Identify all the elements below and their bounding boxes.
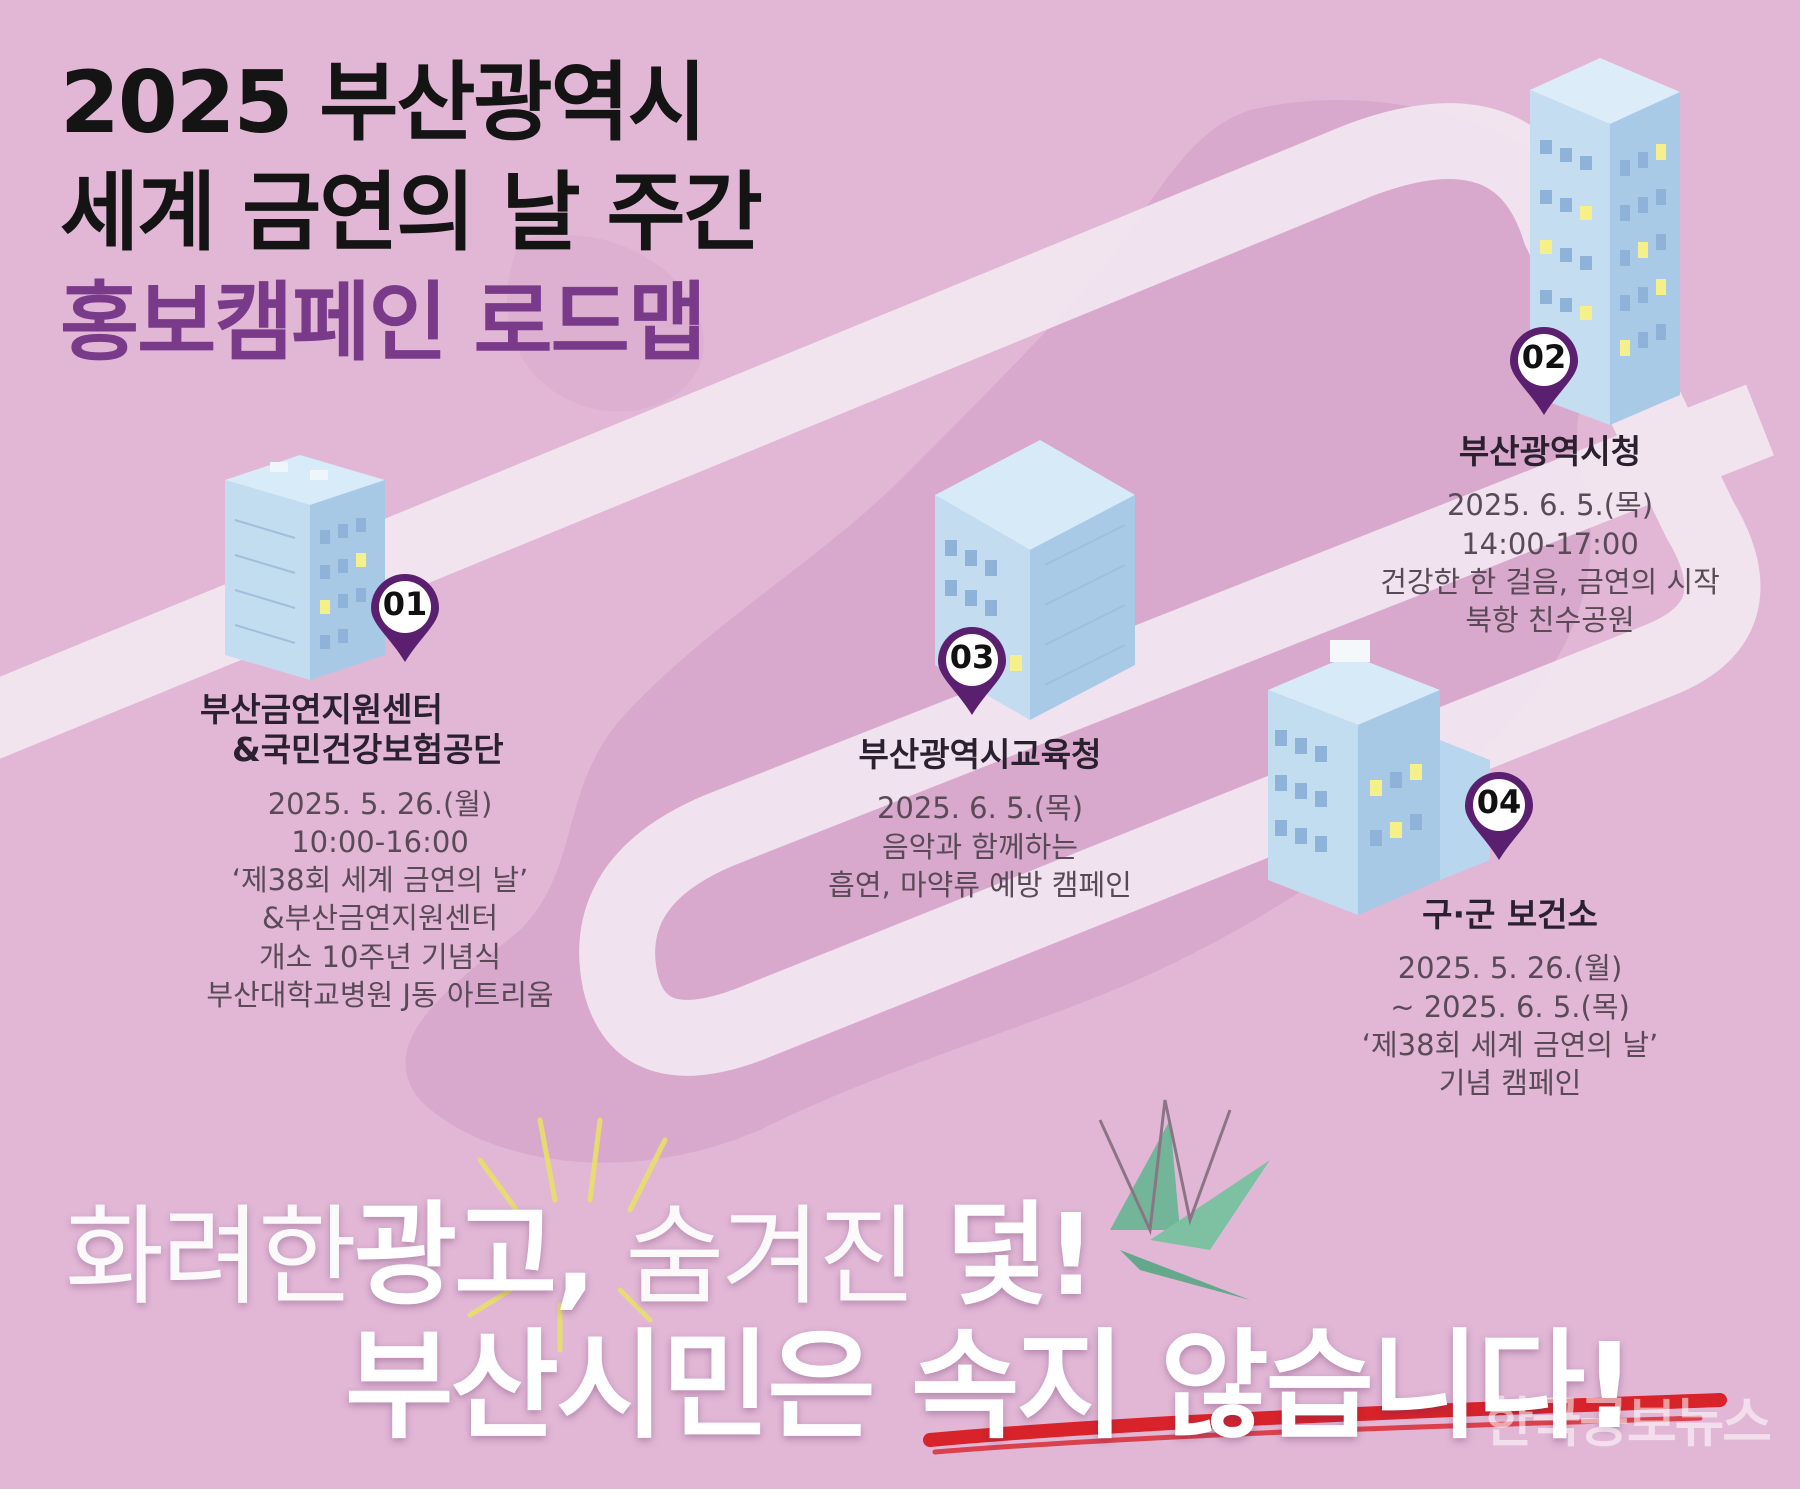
building-02 — [1530, 58, 1680, 425]
slogan-word-3: 숨겨진 — [625, 1195, 917, 1320]
stop-04: 구·군 보건소 2025. 5. 26.(월) ~ 2025. 6. 5.(목)… — [1290, 895, 1730, 1102]
road — [0, 103, 1774, 1076]
watermark: 한국공보뉴스 — [1483, 1391, 1772, 1454]
stop-03-detail-2: 흡연, 마약류 예방 캠페인 — [828, 867, 1132, 902]
slogan-word-4: 덫! — [945, 1191, 1097, 1321]
stop-04-detail-2: 기념 캠페인 — [1438, 1066, 1582, 1101]
pin-03-number: 03 — [949, 638, 995, 676]
stop-02-name: 부산광역시청 — [1458, 432, 1642, 471]
slogan-line-1: 화려한광고, 숨겨진 덫! — [65, 1165, 1097, 1327]
stop-01-detail-1: ‘제38회 세계 금연의 날’ — [231, 863, 529, 898]
stop-03-name: 부산광역시교육청 — [858, 735, 1102, 774]
stop-01: 부산금연지원센터 &국민건강보험공단 2025. 5. 26.(월) 10:00… — [160, 690, 600, 1014]
pin-03-icon: 03 — [936, 625, 1008, 717]
stop-02: 부산광역시청 2025. 6. 5.(목) 14:00-17:00 건강한 한 … — [1330, 432, 1770, 639]
pin-01-icon: 01 — [369, 572, 441, 664]
pin-04-icon: 04 — [1463, 770, 1535, 862]
stop-02-detail: 건강한 한 걸음, 금연의 시작 — [1380, 564, 1720, 599]
pin-01-number: 01 — [382, 585, 428, 623]
building-01 — [225, 455, 385, 680]
slogan-line-2: 부산시민은 속지 않습니다! — [345, 1290, 1636, 1461]
stop-03-date: 2025. 6. 5.(목) — [876, 791, 1084, 826]
stop-01-name-line-1: 부산금연지원센터 — [200, 690, 443, 729]
leaf-decoration — [1098, 1099, 1270, 1300]
stop-03-detail-1: 음악과 함께하는 — [882, 829, 1078, 864]
slogan-word-1: 화려한 — [65, 1195, 357, 1320]
stop-03: 부산광역시교육청 2025. 6. 5.(목) 음악과 함께하는 흡연, 마약류… — [760, 735, 1200, 904]
title-line-1: 2025 부산광역시 — [60, 53, 707, 153]
building-04 — [1268, 640, 1490, 915]
red-underline — [923, 1393, 1727, 1447]
stop-04-name: 구·군 보건소 — [1422, 895, 1598, 934]
pin-02-number: 02 — [1521, 338, 1567, 376]
title-line-3: 홍보캠페인 로드맵 — [60, 273, 707, 373]
stop-02-location: 북항 친수공원 — [1465, 603, 1635, 638]
burst-decoration — [467, 1117, 668, 1353]
stop-01-time: 10:00-16:00 — [291, 824, 469, 859]
stop-02-date: 2025. 6. 5.(목) — [1446, 488, 1654, 523]
pin-04-number: 04 — [1476, 783, 1522, 821]
stop-01-date: 2025. 5. 26.(월) — [267, 786, 493, 821]
title-line-2: 세계 금연의 날 주간 — [60, 163, 763, 263]
stop-02-time: 14:00-17:00 — [1461, 526, 1639, 561]
stop-01-detail-3: 개소 10주년 기념식 — [258, 939, 502, 974]
stop-01-name-line-2: &국민건강보험공단 — [232, 730, 504, 770]
stop-04-detail-1: ‘제38회 세계 금연의 날’ — [1361, 1027, 1659, 1062]
stop-04-date-end: ~ 2025. 6. 5.(목) — [1390, 989, 1630, 1024]
slogan-word-2: 광고, — [354, 1191, 597, 1321]
slogan-word-6: 속지 않습니다! — [910, 1317, 1636, 1455]
stop-04-date-start: 2025. 5. 26.(월) — [1397, 951, 1623, 986]
stop-01-location: 부산대학교병원 J동 아트리움 — [206, 977, 554, 1012]
pin-02-icon: 02 — [1508, 325, 1580, 417]
stop-01-detail-2: &부산금연지원센터 — [261, 901, 499, 936]
slogan-word-5: 부산시민은 — [345, 1317, 876, 1455]
